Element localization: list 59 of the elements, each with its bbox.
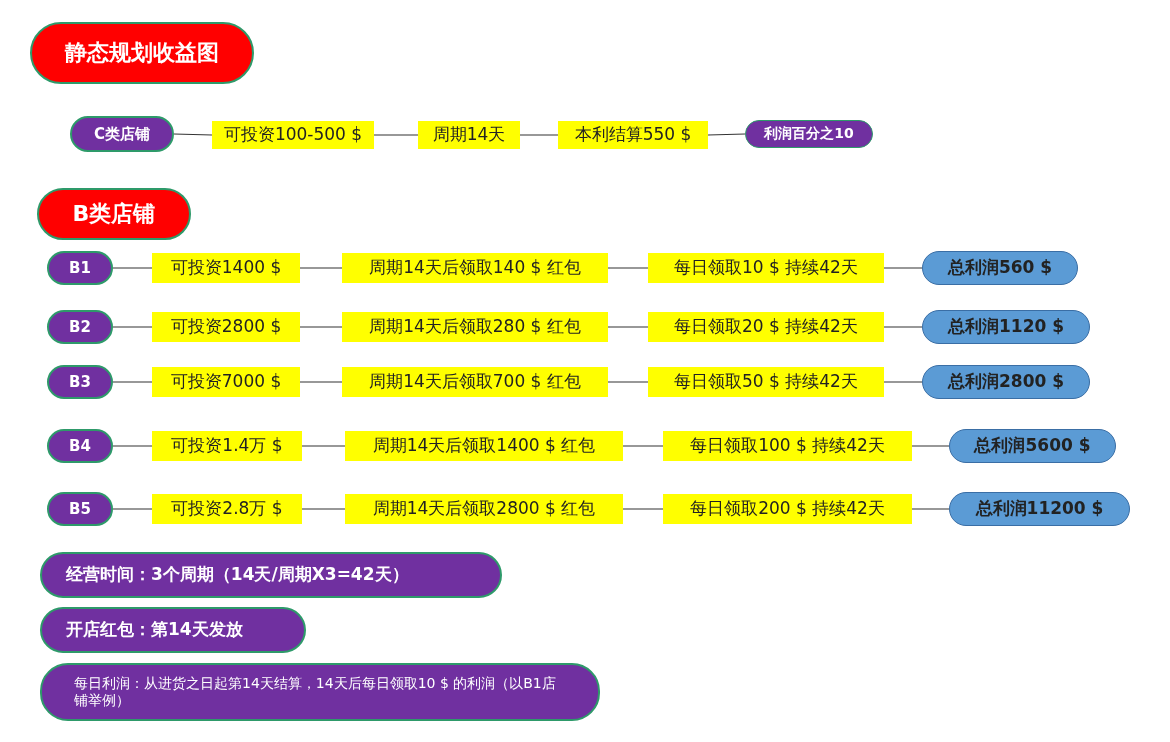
- connector-line: [911, 508, 950, 510]
- note-pill: 开店红包：第14天发放: [40, 607, 306, 653]
- connector-line: [911, 445, 950, 447]
- connector-line: [373, 134, 419, 136]
- connector-line: [112, 326, 153, 328]
- tag-pill: 利润百分之10: [745, 120, 873, 148]
- connector-line: [173, 133, 213, 136]
- connector-line: [299, 381, 343, 383]
- highlight-label: 可投资2800 $: [152, 312, 300, 342]
- total-pill: 总利润11200 $: [949, 492, 1130, 526]
- connector-line: [622, 445, 664, 447]
- highlight-label: 周期14天后领取1400 $ 红包: [345, 431, 623, 461]
- connector-line: [112, 508, 153, 510]
- highlight-label: 周期14天: [418, 121, 520, 149]
- total-pill: 总利润1120 $: [922, 310, 1090, 344]
- connector-line: [519, 134, 559, 136]
- highlight-label: 每日领取50 $ 持续42天: [648, 367, 884, 397]
- connector-line: [622, 508, 664, 510]
- highlight-label: 每日领取20 $ 持续42天: [648, 312, 884, 342]
- connector-line: [112, 445, 153, 447]
- category-pill: B3: [47, 365, 113, 399]
- total-pill: 总利润560 $: [922, 251, 1078, 285]
- highlight-label: 可投资2.8万 $: [152, 494, 302, 524]
- category-pill: B4: [47, 429, 113, 463]
- category-pill: C类店铺: [70, 116, 174, 152]
- highlight-label: 每日领取100 $ 持续42天: [663, 431, 912, 461]
- highlight-label: 可投资7000 $: [152, 367, 300, 397]
- highlight-label: 可投资1400 $: [152, 253, 300, 283]
- connector-line: [707, 133, 746, 136]
- category-pill: B1: [47, 251, 113, 285]
- connector-line: [607, 267, 649, 269]
- note-pill: 每日利润：从进货之日起第14天结算，14天后每日领取10 $ 的利润（以B1店铺举例）: [40, 663, 600, 721]
- connector-line: [112, 267, 153, 269]
- connector-line: [883, 381, 923, 383]
- highlight-label: 周期14天后领取2800 $ 红包: [345, 494, 623, 524]
- total-pill: 总利润2800 $: [922, 365, 1090, 399]
- highlight-label: 周期14天后领取280 $ 红包: [342, 312, 608, 342]
- highlight-label: 可投资100-500 $: [212, 121, 374, 149]
- total-pill: 总利润5600 $: [949, 429, 1116, 463]
- category-pill: B2: [47, 310, 113, 344]
- category-pill: B5: [47, 492, 113, 526]
- highlight-label: 本利结算550 $: [558, 121, 708, 149]
- title-pill: 静态规划收益图: [30, 22, 254, 84]
- connector-line: [607, 326, 649, 328]
- connector-line: [607, 381, 649, 383]
- connector-line: [883, 267, 923, 269]
- title-pill: B类店铺: [37, 188, 191, 240]
- highlight-label: 周期14天后领取700 $ 红包: [342, 367, 608, 397]
- connector-line: [299, 267, 343, 269]
- highlight-label: 周期14天后领取140 $ 红包: [342, 253, 608, 283]
- highlight-label: 每日领取200 $ 持续42天: [663, 494, 912, 524]
- note-pill: 经营时间：3个周期（14天/周期X3=42天）: [40, 552, 502, 598]
- connector-line: [112, 381, 153, 383]
- connector-line: [301, 508, 346, 510]
- connector-line: [301, 445, 346, 447]
- connector-line: [299, 326, 343, 328]
- connector-line: [883, 326, 923, 328]
- highlight-label: 可投资1.4万 $: [152, 431, 302, 461]
- highlight-label: 每日领取10 $ 持续42天: [648, 253, 884, 283]
